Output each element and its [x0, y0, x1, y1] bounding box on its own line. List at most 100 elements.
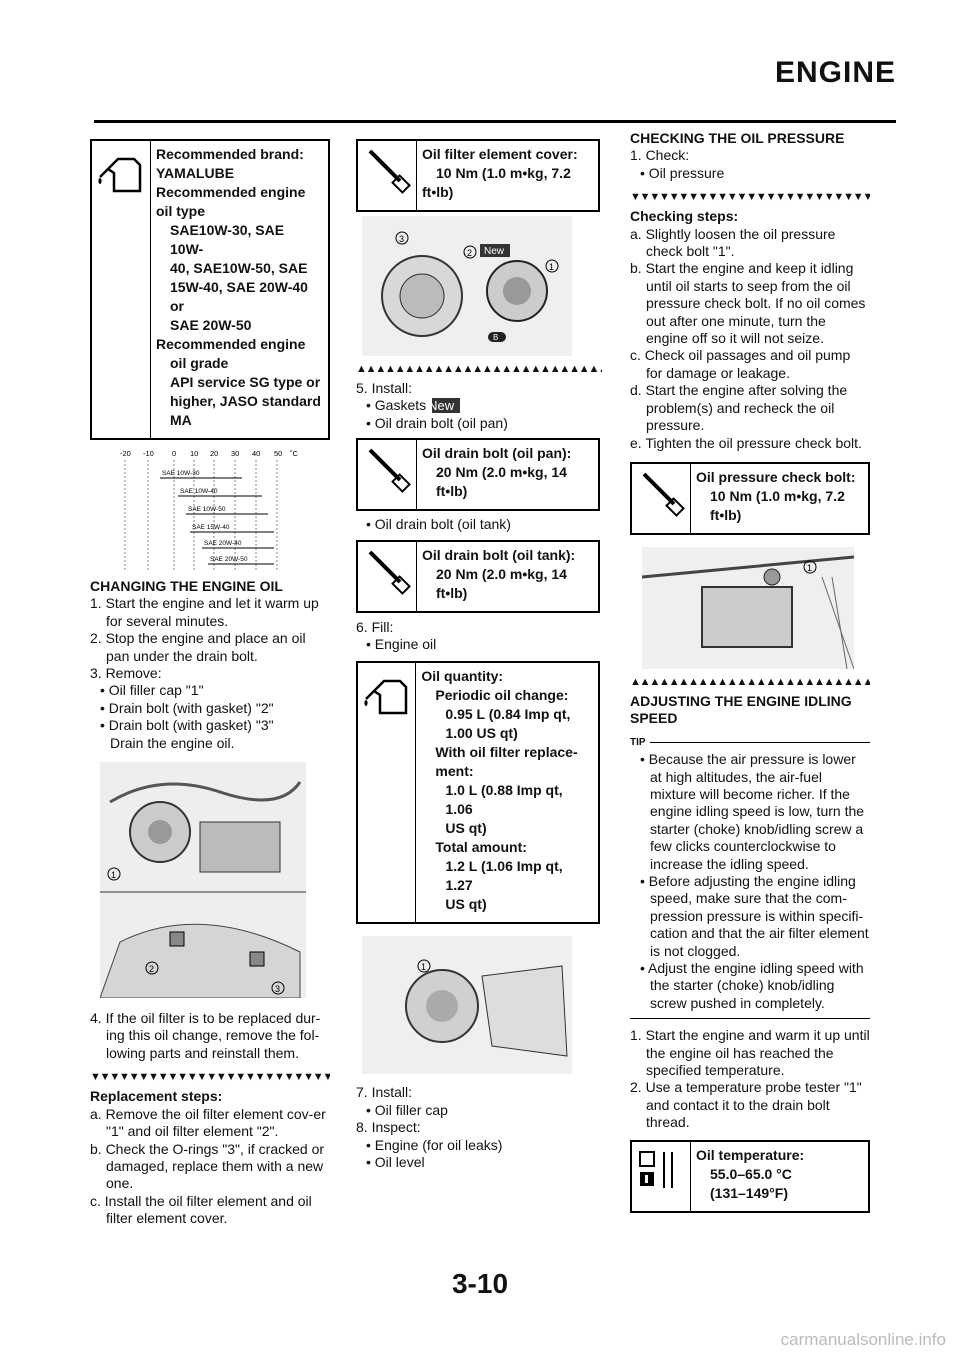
spec-line: MA: [170, 412, 192, 428]
thermometer-icon: [632, 1141, 691, 1211]
temp-tick: 50: [274, 449, 282, 458]
step-text: a. Slightly loosen the oil pressure chec…: [630, 225, 836, 260]
temperature-label: Oil temperature:: [696, 1146, 805, 1163]
grade-label: SAE 10W-50: [188, 506, 226, 513]
torque-label: Oil filter element cover:: [422, 146, 578, 162]
bullet-text: • Drain bolt (with gasket) "3": [100, 717, 274, 734]
torque-value: ft•lb): [436, 483, 468, 500]
step-text: b. Start the engine and keep it idling u…: [630, 260, 866, 347]
bullet-text: • Drain bolt (with gasket) "2": [100, 699, 274, 716]
bullet-text: • Engine oil: [366, 636, 437, 653]
step-text: 1. Start the engine and warm it up until…: [630, 1027, 870, 1079]
temp-tick: ˚C: [290, 449, 298, 458]
temp-tick: 10: [190, 449, 198, 458]
bullet-text: • Engine (for oil leaks): [366, 1136, 503, 1153]
torque-label: Oil drain bolt (oil tank):: [422, 546, 576, 563]
torque-spec-box: Oil filter element cover: 10 Nm (1.0 m•k…: [356, 139, 600, 212]
bullet-text: • Oil drain bolt (oil pan): [366, 414, 508, 431]
step-text: 8. Inspect:: [356, 1119, 421, 1136]
torque-value: ft•lb): [710, 506, 742, 523]
oil-can-icon: [358, 663, 417, 923]
torque-spec-box: Oil drain bolt (oil pan): 20 Nm (2.0 m•k…: [356, 438, 600, 512]
spec-line: Recommended engine: [156, 336, 306, 352]
page-header-title: ENGINE: [774, 56, 896, 89]
step-text: b. Check the O-rings "3", if cracked or …: [90, 1140, 325, 1192]
torque-spec-box: Oil drain bolt (oil tank): 20 Nm (2.0 m•…: [356, 539, 600, 613]
torque-label: Oil drain bolt (oil pan):: [422, 445, 572, 462]
torque-wrench-icon: [358, 440, 417, 510]
bullet-text: • Oil filler cap "1": [100, 682, 204, 699]
sub-heading: Replacement steps:: [90, 1088, 223, 1105]
steps-start-marker: ▼▼▼▼▼▼▼▼▼▼▼▼▼▼▼▼▼▼▼▼▼▼▼▼▼▼▼▼: [630, 192, 870, 203]
page-number: 3-10: [451, 1268, 509, 1299]
spec-line: 15W-40, SAE 20W-40 or: [170, 279, 308, 314]
torque-value: 20 Nm (2.0 m•kg, 14: [436, 464, 567, 481]
viscosity-temperature-chart: -20 -10 0 10 20 30 40 50 ˚C SAE 10W-30 S…: [120, 449, 298, 572]
tip-label: TIP: [630, 736, 646, 748]
bullet-text: • Oil pressure: [640, 164, 725, 181]
grade-label: SAE 15W-40: [192, 524, 230, 531]
quantity-line: 0.95 L (0.84 Imp qt,: [445, 706, 571, 723]
tip-end-rule: [630, 1018, 870, 1020]
grade-label: SAE 10W-30: [162, 470, 200, 477]
steps-end-marker: ▲▲▲▲▲▲▲▲▲▲▲▲▲▲▲▲▲▲▲▲▲▲▲▲▲▲: [630, 676, 870, 687]
step-text: e. Tighten the oil pressure check bolt.: [630, 434, 862, 451]
oil-quantity-box: Oil quantity: Periodic oil change: 0.95 …: [356, 661, 600, 925]
step-text: 6. Fill:: [356, 618, 394, 635]
torque-value: ft•lb): [422, 184, 454, 200]
step-text: 5. Install:: [356, 380, 413, 396]
grade-label: SAE 20W-50: [210, 556, 248, 563]
spec-line: oil grade: [170, 355, 229, 371]
quantity-line: 1.0 L (0.88 Imp qt, 1.06: [445, 782, 563, 818]
tip-rule: [649, 741, 870, 743]
step-text: 4. If the oil filter is to be replaced d…: [90, 1010, 321, 1061]
bullet-text: • Oil filler cap: [366, 1101, 448, 1118]
spec-line: API service SG type or: [170, 374, 321, 390]
step-text: 7. Install:: [356, 1084, 413, 1101]
spec-line: Recommended engine: [156, 184, 306, 200]
steps-end-marker: ▲▲▲▲▲▲▲▲▲▲▲▲▲▲▲▲▲▲▲▲▲▲▲▲▲▲: [356, 364, 602, 374]
tip-header: TIP: [630, 734, 870, 751]
spec-line: higher, JASO standard: [170, 393, 321, 409]
step-text: 1. Check:: [630, 147, 690, 164]
section-heading: CHANGING THE ENGINE OIL: [90, 578, 283, 594]
temp-tick: 0: [172, 449, 176, 458]
oil-filter-photo: 3 2 1 New B: [362, 216, 572, 356]
bullet-text: • Oil level: [366, 1154, 425, 1171]
temp-tick: 40: [252, 449, 260, 458]
temperature-value: 55.0–65.0 °C: [710, 1165, 792, 1182]
step-text: 2. Use a temperature probe tester "1" an…: [630, 1079, 862, 1131]
callout-2: 2: [467, 248, 472, 258]
quantity-line: Periodic oil change:: [435, 687, 569, 704]
oil-can-icon: [92, 141, 151, 438]
bullet-label: • Gaskets: [366, 397, 427, 414]
new-badge: New: [484, 246, 505, 257]
quantity-line: Oil quantity:: [421, 668, 504, 685]
section-heading: CHECKING THE OIL PRESSURE: [630, 130, 845, 146]
step-text: c. Install the oil filter element and oi…: [90, 1192, 312, 1227]
callout-2: 2: [149, 964, 154, 974]
oil-filler-photo: 1: [362, 936, 572, 1075]
quantity-line: 1.2 L (1.06 Imp qt, 1.27: [445, 858, 563, 894]
drain-bolt-photo: 1 2 3: [100, 762, 306, 999]
new-badge: New: [428, 398, 461, 414]
callout-1: 1: [421, 962, 426, 972]
torque-label: Oil pressure check bolt:: [696, 468, 856, 485]
spec-line: YAMALUBE: [156, 165, 235, 181]
callout-1: 1: [549, 262, 554, 272]
torque-value: 20 Nm (2.0 m•kg, 14: [436, 565, 567, 582]
spec-line: oil type: [156, 203, 206, 219]
temperature-spec-box: Oil temperature: 55.0–65.0 °C (131–149°F…: [630, 1139, 870, 1213]
callout-b: B: [493, 333, 498, 342]
step-text: a. Remove the oil filter element cov-er …: [90, 1105, 326, 1140]
quantity-line: With oil filter replace-: [435, 744, 578, 761]
column-3: CHECKING THE OIL PRESSURE 1. Check: • Oi…: [630, 130, 870, 1213]
torque-value: 10 Nm (1.0 m•kg, 7.2: [710, 487, 845, 504]
grade-label: SAE 20W-40: [204, 540, 242, 547]
section-heading: ADJUSTING THE ENGINE IDLING SPEED: [630, 692, 852, 727]
quantity-line: ment:: [435, 763, 474, 780]
temp-tick: 30: [231, 449, 239, 458]
step-text: d. Start the engine after solving the pr…: [630, 382, 848, 434]
step-note: Drain the engine oil.: [110, 734, 235, 751]
